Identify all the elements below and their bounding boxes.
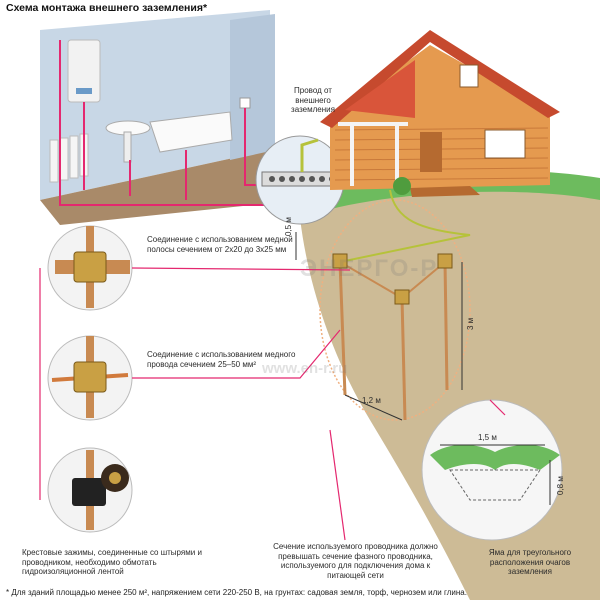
clamp-strip-inset [47, 225, 133, 311]
clamp-wire-inset [47, 335, 133, 421]
watermark-site: www.en-r.ru [262, 360, 348, 377]
watermark-logo: ЭНЕРГО-Р [300, 255, 439, 282]
dim-rod: 3 м [466, 317, 475, 330]
terminal-block-inset [255, 135, 345, 225]
ground-feed-wire [339, 189, 471, 263]
callout-strip: Соединение с использованием медной полос… [147, 235, 293, 254]
dim-spacing: 1,2 м [362, 396, 381, 405]
ground-rods [332, 253, 453, 421]
callout-tape: Крестовые зажимы, соединенные со штырями… [22, 548, 202, 576]
grounding-zone-outline [319, 199, 471, 421]
wire-label: Провод от внешнего заземления [291, 86, 335, 114]
callout-pit: Яма для треугольного расположения очагов… [488, 548, 572, 576]
dim-pit-depth: 0,8 м [556, 476, 565, 495]
clamp-tape-inset [47, 447, 133, 533]
bathroom-scene [40, 10, 300, 225]
footnote: * Для зданий площадью менее 250 м², напр… [6, 588, 467, 597]
house [320, 30, 560, 197]
dim-depth: 0,5 м [284, 217, 293, 236]
callout-wire: Соединение с использованием медного пров… [147, 350, 296, 369]
callout-section: Сечение используемого проводника должно … [273, 542, 438, 580]
dim-pit-width: 1,5 м [478, 433, 497, 442]
scheme-title: Схема монтажа внешнего заземления* [6, 2, 208, 14]
pit-inset [421, 399, 563, 541]
